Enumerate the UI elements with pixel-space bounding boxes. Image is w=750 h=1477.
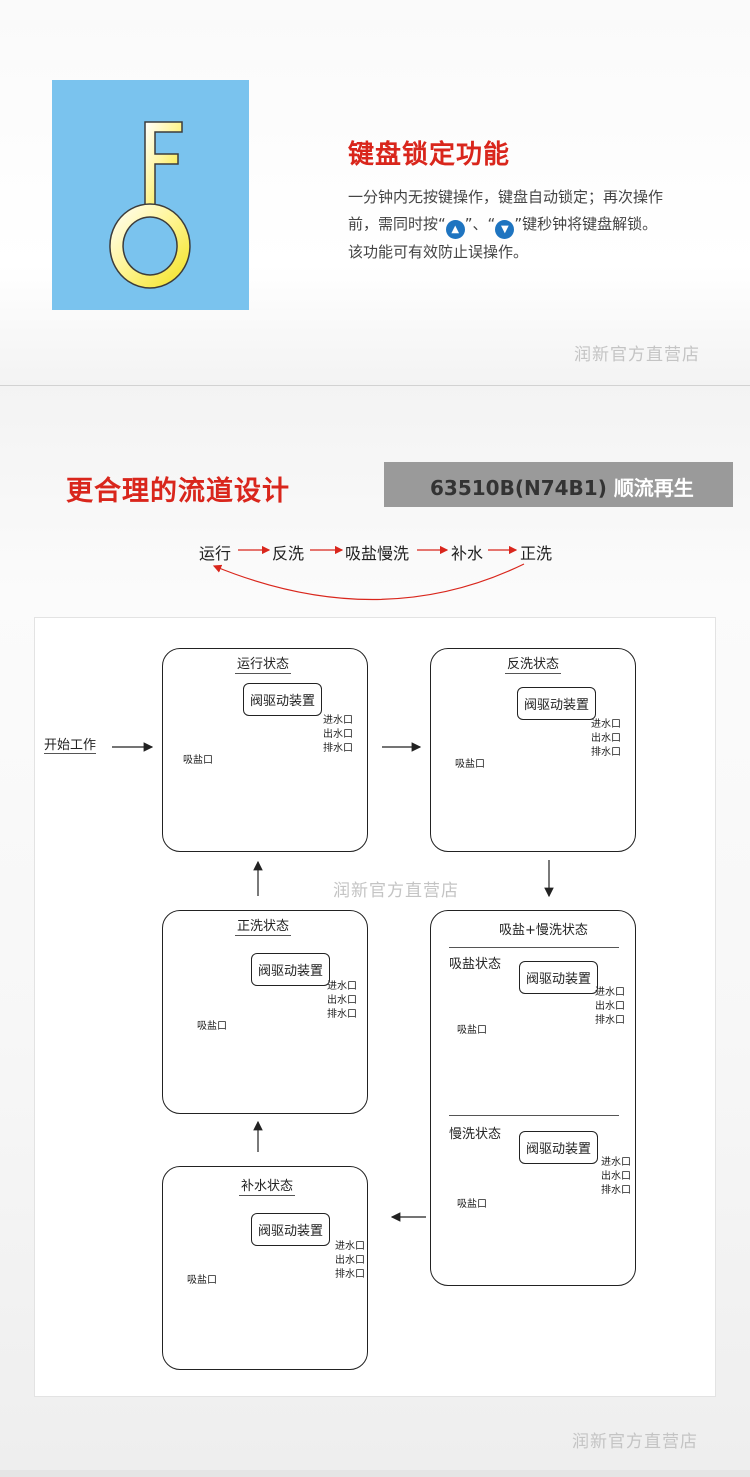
- watermark-top: 润新官方直营店: [574, 345, 700, 365]
- valve-driver-label: 阀驱动装置: [251, 1213, 331, 1246]
- key-icon: [109, 121, 191, 289]
- combo-title-rule: [449, 947, 619, 948]
- state-title-brine-combo: 吸盐+慢洗状态: [499, 923, 588, 938]
- state-box-refill: 补水状态 阀驱动装置 进水口 出水口 排水口 吸盐口: [162, 1166, 368, 1370]
- bottom-strip: [0, 1470, 750, 1477]
- flow-step-rinse: 正洗: [520, 544, 553, 563]
- up-arrow-button-icon: ▲: [445, 220, 465, 239]
- salt-port-label: 吸盐口: [457, 1199, 487, 1210]
- port-drain: 排水口: [595, 1015, 625, 1026]
- substate-brine-label: 吸盐状态: [449, 957, 502, 972]
- port-inlet: 进水口: [591, 719, 621, 730]
- valve-driver-label: 阀驱动装置: [519, 961, 599, 994]
- salt-port-label: 吸盐口: [197, 1021, 227, 1032]
- port-drain: 排水口: [323, 743, 353, 754]
- section-divider: [0, 385, 750, 386]
- state-box-backwash: 反洗状态 阀驱动装置 进水口 出水口 排水口 吸盐口: [430, 648, 636, 852]
- feature-description: 一分钟内无按键操作，键盘自动锁定；再次操作 前，需同时按“▲”、“▼”键秒钟将键…: [348, 184, 746, 266]
- state-box-rinse: 正洗状态 阀驱动装置 进水口 出水口 排水口 吸盐口: [162, 910, 368, 1114]
- state-title-run: 运行状态: [235, 653, 292, 674]
- port-inlet: 进水口: [323, 715, 353, 726]
- flow-step-brine: 吸盐慢洗: [345, 544, 410, 563]
- key-lock-illustration: [52, 80, 249, 310]
- watermark-middle: 润新官方直营店: [333, 881, 459, 901]
- port-outlet: 出水口: [591, 733, 621, 744]
- down-arrow-button-icon: ▼: [495, 220, 515, 239]
- salt-port-label: 吸盐口: [183, 755, 213, 766]
- port-outlet: 出水口: [327, 995, 357, 1006]
- salt-port-label: 吸盐口: [457, 1025, 487, 1036]
- valve-driver-label: 阀驱动装置: [251, 953, 331, 986]
- port-drain: 排水口: [601, 1185, 631, 1196]
- port-inlet: 进水口: [335, 1241, 365, 1252]
- port-inlet: 进水口: [595, 987, 625, 998]
- feature-title: 键盘锁定功能: [348, 140, 511, 170]
- state-title-backwash: 反洗状态: [505, 653, 562, 674]
- model-suffix: 顺流再生: [613, 476, 694, 500]
- state-title-rinse: 正洗状态: [235, 915, 292, 936]
- salt-port-label: 吸盐口: [187, 1275, 217, 1286]
- port-outlet: 出水口: [323, 729, 353, 740]
- combo-middle-rule: [449, 1115, 619, 1116]
- substate-slow-rinse-label: 慢洗状态: [449, 1127, 502, 1142]
- model-banner: [384, 462, 733, 507]
- port-inlet: 进水口: [327, 981, 357, 992]
- desc-line-2: 前，需同时按“▲”、“▼”键秒钟将键盘解锁。: [348, 211, 746, 239]
- desc-line-1: 一分钟内无按键操作，键盘自动锁定；再次操作: [348, 188, 664, 206]
- model-code: 63510B(N74B1): [430, 476, 607, 500]
- port-drain: 排水口: [335, 1269, 365, 1280]
- desc-line-3: 该功能可有效防止误操作。: [348, 243, 529, 261]
- port-inlet: 进水口: [601, 1157, 631, 1168]
- flow-step-refill: 补水: [451, 544, 484, 563]
- port-outlet: 出水口: [335, 1255, 365, 1266]
- port-drain: 排水口: [327, 1009, 357, 1020]
- flow-step-backwash: 反洗: [272, 544, 305, 563]
- port-outlet: 出水口: [601, 1171, 631, 1182]
- state-box-brine-slow-rinse: 吸盐+慢洗状态 吸盐状态 阀驱动装置 进水口 出水口 排水口 吸盐口 慢洗状态 …: [430, 910, 636, 1286]
- flow-step-run: 运行: [199, 544, 232, 563]
- state-title-refill: 补水状态: [239, 1175, 296, 1196]
- valve-driver-label: 阀驱动装置: [517, 687, 597, 720]
- valve-driver-label: 阀驱动装置: [243, 683, 323, 716]
- port-outlet: 出水口: [595, 1001, 625, 1012]
- salt-port-label: 吸盐口: [455, 759, 485, 770]
- state-box-run: 运行状态 阀驱动装置 进水口 出水口 排水口 吸盐口: [162, 648, 368, 852]
- model-label: 63510B(N74B1) 顺流再生: [430, 472, 694, 501]
- port-drain: 排水口: [591, 747, 621, 758]
- flow-arrows: [212, 545, 525, 601]
- start-label: 开始工作: [44, 734, 97, 754]
- section-title: 更合理的流道设计: [66, 476, 290, 507]
- flow-return-arrow: [212, 563, 525, 601]
- watermark-bottom: 润新官方直营店: [572, 1432, 698, 1452]
- valve-driver-label: 阀驱动装置: [519, 1131, 599, 1164]
